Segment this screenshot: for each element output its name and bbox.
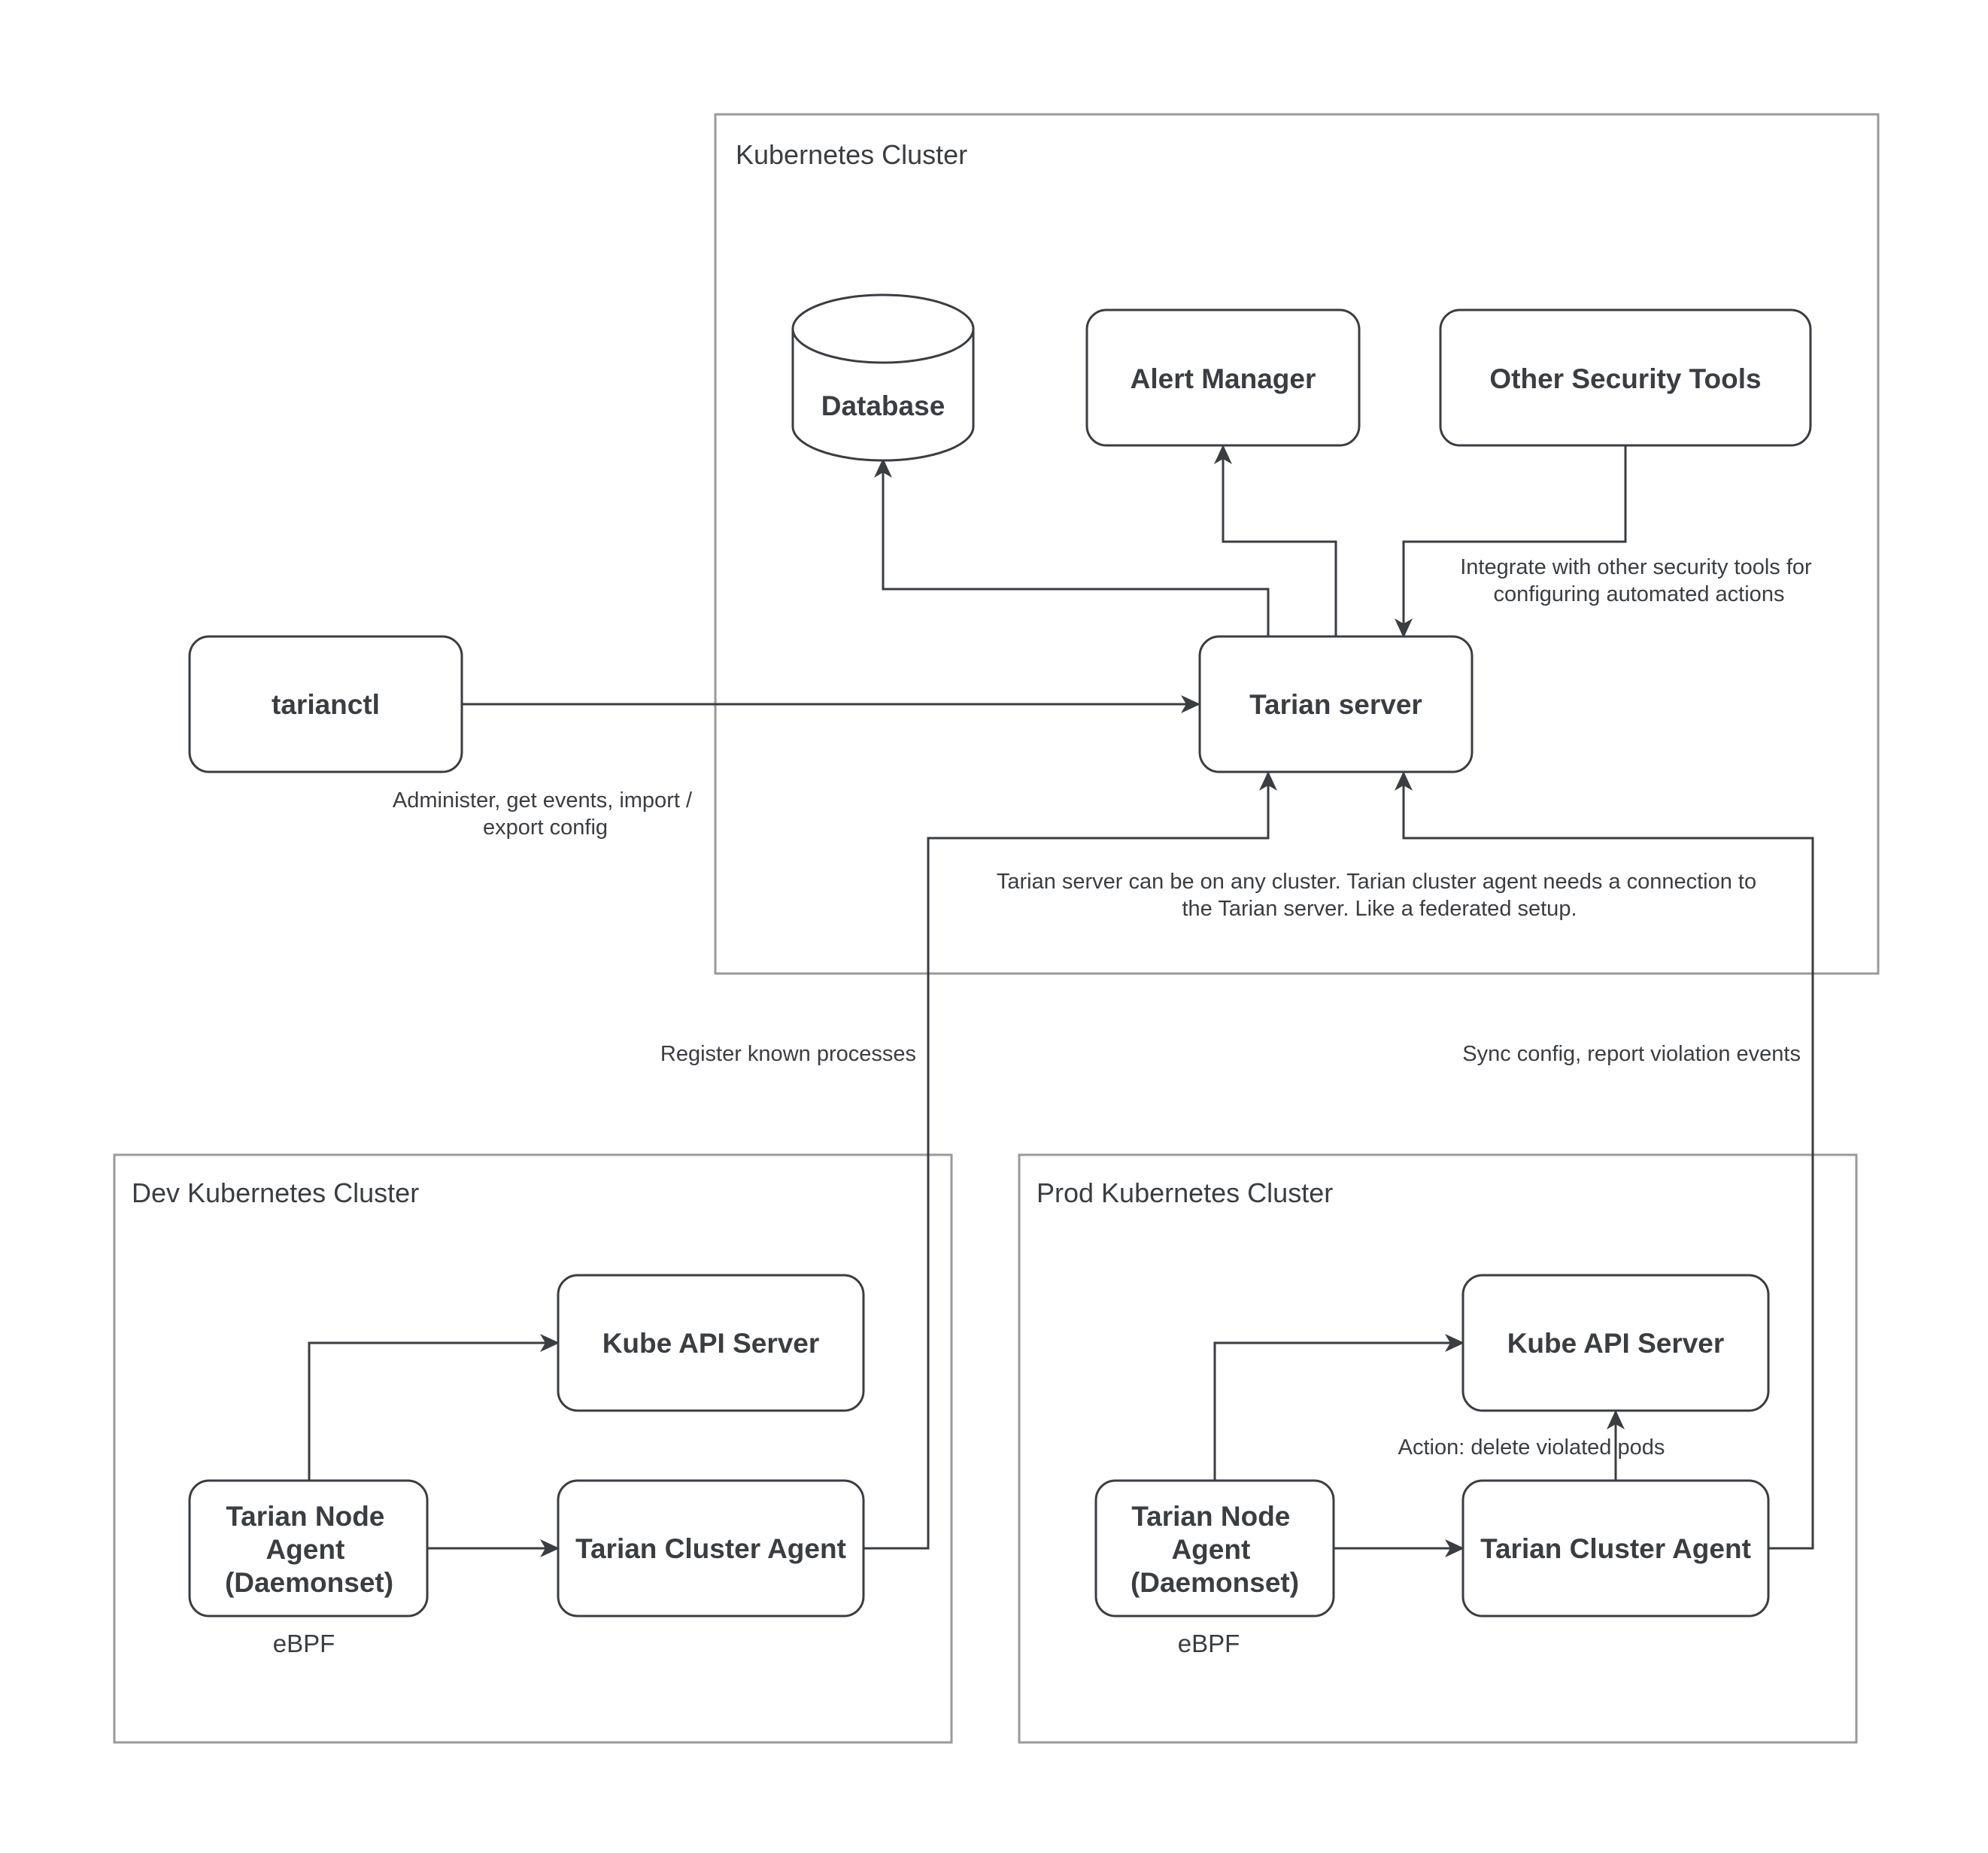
prod-node-agent-line-2: Agent xyxy=(1171,1534,1250,1565)
dev-node-agent-line-3: (Daemonset) xyxy=(225,1567,393,1598)
prod-kube-api-server-node: Kube API Server xyxy=(1461,1274,1770,1412)
prod-cluster-title: Prod Kubernetes Cluster xyxy=(1036,1177,1333,1208)
tarian-server-label: Tarian server xyxy=(1249,689,1422,720)
edge-dev-agent-to-server xyxy=(863,771,1277,1550)
tarianctl-edge-label-line-2: export config xyxy=(483,816,608,840)
tools-edge-label: Integrate with other security tools for … xyxy=(1460,555,1818,606)
dev-cluster-agent-node: Tarian Cluster Agent xyxy=(557,1479,865,1618)
prod-ebpf-label: eBPF xyxy=(1178,1630,1240,1657)
prod-cluster-agent-label: Tarian Cluster Agent xyxy=(1480,1533,1751,1564)
dev-ebpf-label: eBPF xyxy=(273,1630,335,1657)
dev-node-agent-label: Tarian Node Agent (Daemonset) xyxy=(225,1501,393,1598)
edge-server-to-alert-manager xyxy=(1214,445,1337,636)
other-security-tools-node: Other Security Tools xyxy=(1439,308,1812,447)
edge-dev-node-to-api xyxy=(308,1334,560,1480)
prod-cluster-frame xyxy=(1018,1153,1858,1744)
dev-cluster-frame xyxy=(113,1153,953,1744)
prod-node-agent-line-1: Tarian Node xyxy=(1131,1501,1290,1532)
tarianctl-edge-label: Administer, get events, import / export … xyxy=(393,788,698,840)
database-cylinder-body xyxy=(791,329,975,462)
edge-prod-agent-to-server xyxy=(1395,771,1814,1550)
dev-agent-edge-label: Register known processes xyxy=(660,1042,916,1066)
database-cylinder-top xyxy=(791,293,975,364)
dev-cluster-agent-label: Tarian Cluster Agent xyxy=(575,1533,846,1564)
prod-node-agent-node: Tarian Node Agent (Daemonset) xyxy=(1094,1479,1335,1618)
tarianctl-edge-label-line-1: Administer, get events, import / xyxy=(393,788,693,813)
dev-kube-api-server-label: Kube API Server xyxy=(602,1328,820,1359)
prod-cluster-agent-node: Tarian Cluster Agent xyxy=(1461,1479,1770,1618)
federation-note-line-1: Tarian server can be on any cluster. Tar… xyxy=(997,870,1756,894)
edge-server-to-database xyxy=(874,458,1270,636)
alert-manager-label: Alert Manager xyxy=(1131,363,1316,394)
edge-tools-to-server xyxy=(1395,446,1627,638)
tarian-server-node: Tarian server xyxy=(1198,635,1474,773)
prod-node-agent-line-3: (Daemonset) xyxy=(1131,1567,1299,1598)
main-cluster-frame xyxy=(714,113,1880,975)
prod-agent-edge-label: Sync config, report violation events xyxy=(1462,1042,1801,1066)
prod-action-edge-label: Action: delete violated pods xyxy=(1398,1435,1665,1460)
tools-edge-label-line-2: configuring automated actions xyxy=(1494,582,1785,606)
other-security-tools-label: Other Security Tools xyxy=(1489,363,1761,394)
dev-node-agent-line-2: Agent xyxy=(266,1534,344,1565)
edge-prod-node-to-api xyxy=(1213,1334,1464,1480)
tarianctl-node: tarianctl xyxy=(188,635,463,773)
dev-node-agent-line-1: Tarian Node xyxy=(226,1501,384,1532)
prod-kube-api-server-label: Kube API Server xyxy=(1507,1328,1725,1359)
federation-note-line-2: the Tarian server. Like a federated setu… xyxy=(1182,897,1577,921)
database-label: Database xyxy=(821,390,945,421)
tarianctl-label: tarianctl xyxy=(272,689,380,720)
main-cluster-title: Kubernetes Cluster xyxy=(736,139,967,170)
dev-cluster-title: Dev Kubernetes Cluster xyxy=(132,1177,419,1208)
dev-kube-api-server-node: Kube API Server xyxy=(557,1274,865,1412)
tools-edge-label-line-1: Integrate with other security tools for xyxy=(1460,555,1812,579)
federation-note: Tarian server can be on any cluster. Tar… xyxy=(997,870,1762,921)
alert-manager-node: Alert Manager xyxy=(1085,308,1361,447)
database-node: Database xyxy=(791,293,975,462)
prod-node-agent-label: Tarian Node Agent (Daemonset) xyxy=(1131,1501,1299,1598)
dev-node-agent-node: Tarian Node Agent (Daemonset) xyxy=(188,1479,429,1618)
